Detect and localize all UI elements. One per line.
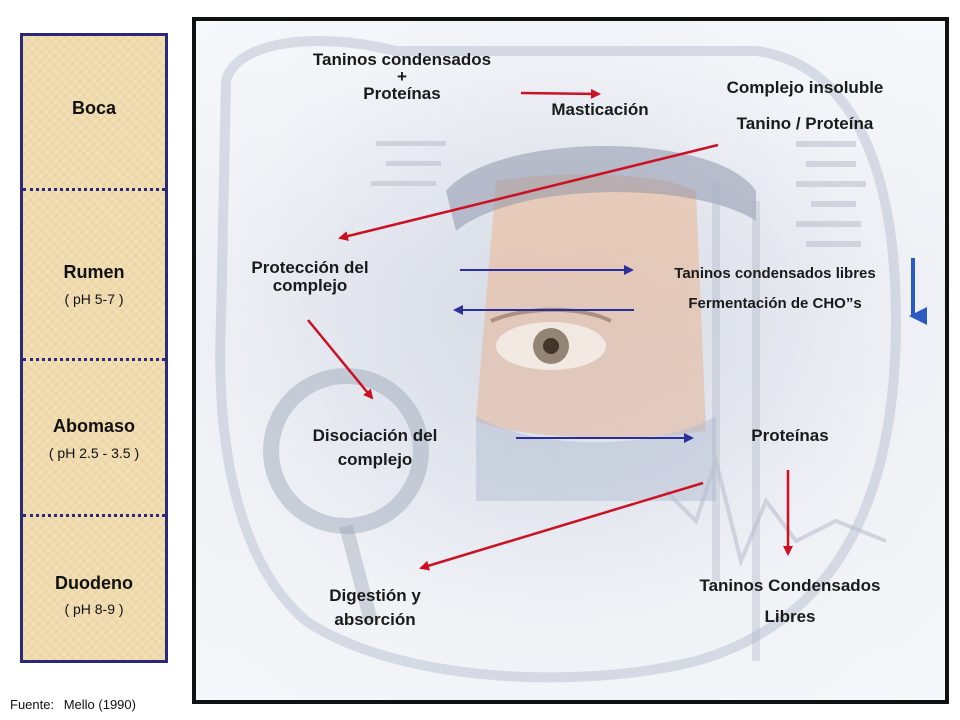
proteccion-line1: Protección del [251, 258, 369, 277]
taninos-proteinas-plus: + [397, 67, 407, 86]
proteinas-label: Proteínas [751, 426, 829, 445]
section-boca-label: Boca [71, 98, 116, 118]
section-abomaso-label: Abomaso [52, 416, 135, 436]
taninos-proteinas-line2: Proteínas [363, 84, 441, 103]
proteccion-line2: complejo [272, 276, 348, 295]
disociacion-line1: Disociación del [312, 426, 438, 445]
section-divider [23, 358, 165, 361]
section-duodeno-label: Duodeno [55, 573, 133, 593]
section-duodeno-ph: ( pH 8-9 ) [64, 601, 124, 617]
source-label: Fuente: [10, 697, 55, 712]
source-citation: Fuente: Mello (1990) [10, 697, 142, 712]
digestion-line2: absorción [334, 610, 416, 629]
section-rumen-label: Rumen [63, 262, 125, 282]
complejo-insoluble-line2: Tanino / Proteína [736, 114, 874, 133]
taninos-condensados-libres-line1: Taninos Condensados [699, 576, 881, 595]
complejo-insoluble-line1: Complejo insoluble [726, 78, 884, 97]
digestive-tract-sidebar: Boca Rumen ( pH 5-7 ) Abomaso ( pH 2.5 -… [20, 33, 168, 663]
section-rumen-ph: ( pH 5-7 ) [64, 291, 124, 307]
section-divider [23, 514, 165, 517]
diagram-panel [192, 17, 949, 704]
taninos-condensados-libres-line2: Libres [764, 607, 816, 626]
source-value: Mello (1990) [63, 697, 136, 712]
masticacion-label: Masticación [551, 100, 649, 119]
taninos-libres-line1: Taninos condensados libres [674, 265, 876, 282]
digestion-line1: Digestión y [329, 586, 421, 605]
section-abomaso-ph: ( pH 2.5 - 3.5 ) [48, 445, 140, 461]
taninos-proteinas-line1: Taninos condensados [312, 50, 492, 69]
taninos-libres-line2: Fermentación de CHO”s [688, 295, 862, 312]
disociacion-line2: complejo [337, 450, 413, 469]
section-divider [23, 188, 165, 191]
